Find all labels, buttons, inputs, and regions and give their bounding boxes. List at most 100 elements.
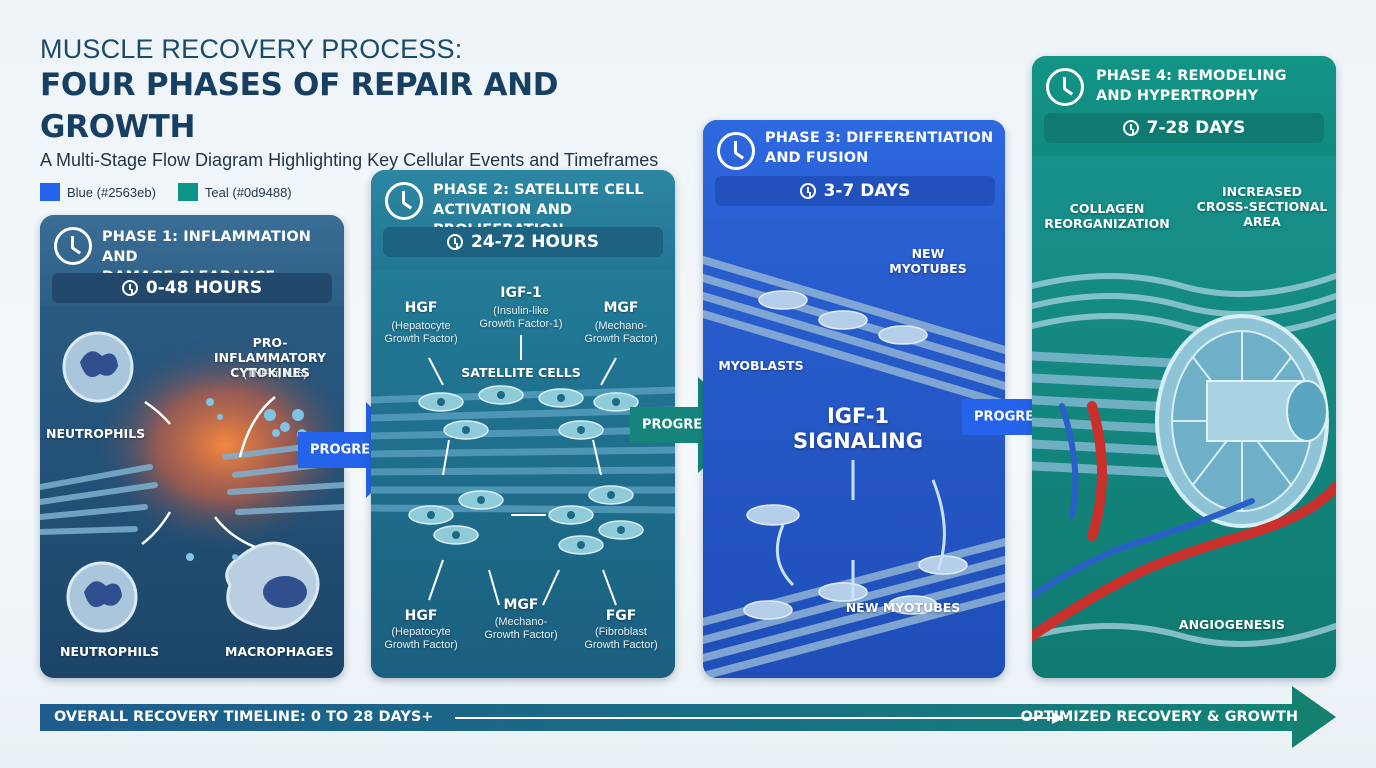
hgf-top-sub-line-1: (Hepatocyte (391, 320, 451, 332)
legend-label-blue: Blue (#2563eb) (67, 184, 156, 200)
igf-sub: (Insulin-like Growth Factor-1) (466, 305, 576, 331)
mgf-bottom-sub-line-1: (Mechano- (494, 616, 548, 628)
phase-3-duration: 3-7 DAYS (715, 176, 995, 206)
phase-4-title-line-1: PHASE 4: REMODELING (1096, 68, 1287, 84)
fgf-label: FGF (605, 608, 637, 624)
phase-4-duration: 7-28 DAYS (1044, 113, 1324, 143)
phase-1-title-line-1: PHASE 1: INFLAMMATION AND (102, 229, 312, 265)
collagen-label: COLLAGEN REORGANIZATION (1042, 201, 1172, 231)
neutrophils-label-top: NEUTROPHILS (46, 426, 146, 441)
hgf-bottom-sub-line-1: (Hepatocyte (391, 626, 451, 638)
timeline-inner-arrowhead (1052, 712, 1064, 724)
phase-2-arrows (428, 335, 617, 606)
mgf-bottom-sub: (Mechano- Growth Factor) (471, 616, 571, 642)
phase-2-duration-clock-icon (446, 234, 463, 250)
legend: Blue (#2563eb) Teal (#0d9488) (40, 183, 720, 201)
phase-3-title-line-2: AND FUSION (765, 150, 869, 166)
phase-2-duration-text: 24-72 HOURS (470, 232, 600, 252)
legend-swatch-blue (40, 183, 60, 201)
hgf-top-label: HGF (404, 300, 438, 316)
new-myotubes-top-label-line-2: MYOTUBES (889, 261, 967, 276)
hgf-bottom-sub: (Hepatocyte Growth Factor) (371, 626, 471, 652)
legend-swatch-teal (177, 183, 198, 201)
phase-4-title-line-2: AND HYPERTROPHY (1096, 88, 1259, 104)
phase-2-clock-icon (385, 182, 423, 220)
hgf-bottom-label: HGF (404, 608, 438, 624)
igf-sub-line-2: Growth Factor-1) (479, 318, 563, 330)
collagen-label-line-2: REORGANIZATION (1044, 216, 1170, 231)
phase-2-duration: 24-72 HOURS (383, 227, 663, 257)
header: MUSCLE RECOVERY PROCESS: FOUR PHASES OF … (40, 34, 720, 201)
subtitle: A Multi-Stage Flow Diagram Highlighting … (40, 150, 659, 170)
hgf-top-sub: (Hepatocyte Growth Factor) (371, 320, 471, 346)
phase-3-title: PHASE 3: DIFFERENTIATION AND FUSION (765, 128, 993, 168)
torn-fibers (40, 439, 344, 535)
new-myotubes-bottom-label: NEW MYOTUBES (845, 600, 961, 615)
blood-vessels-blue (1032, 403, 1255, 599)
phase-4-panel: PHASE 4: REMODELING AND HYPERTROPHY 7-28… (1032, 56, 1336, 678)
phase-2-title-line-1: PHASE 2: SATELLITE CELL (433, 182, 644, 198)
timeline-right-label: OPTIMIZED RECOVERY & GROWTH (1020, 709, 1298, 725)
fgf-sub: (Fibroblast Growth Factor) (571, 626, 671, 652)
neutrophil-cell-bottom (66, 561, 138, 633)
fiber-bundle-cylinder (1206, 380, 1328, 442)
igf-signaling-label-line-2: SIGNALING (792, 429, 923, 453)
fgf-sub-line-1: (Fibroblast (595, 626, 647, 638)
neutrophil-cell-top (62, 331, 134, 403)
mgf-top-sub: (Mechano- Growth Factor) (571, 320, 671, 346)
new-myotubes-top-label: NEW MYOTUBES (873, 246, 983, 276)
phase-3-clock-icon (717, 132, 755, 170)
collagen-label-line-1: COLLAGEN (1069, 201, 1145, 216)
cell-nuclei (427, 391, 625, 549)
timeline-inner-line (455, 717, 1055, 719)
igf-signaling-arrows (775, 460, 946, 600)
igf-sub-line-1: (Insulin-like (493, 305, 549, 317)
phase-1-clock-icon (54, 227, 92, 265)
phase-4-illustration (1032, 156, 1336, 678)
phase-3-duration-clock-icon (799, 183, 816, 199)
phase-1-duration-text: 0-48 HOURS (145, 278, 263, 298)
igf-signaling-label: IGF-1 SIGNALING (773, 404, 943, 454)
cross-sectional-area-label: INCREASED CROSS-SECTIONAL AREA (1192, 184, 1332, 229)
macrophage-cell (225, 541, 320, 630)
igf-signaling-label-line-1: IGF-1 (826, 404, 890, 428)
phase-1-arrows (141, 396, 276, 549)
legend-label-teal: Teal (#0d9488) (204, 184, 292, 200)
hgf-bottom-sub-line-2: Growth Factor) (384, 639, 458, 651)
title-line-1: MUSCLE RECOVERY PROCESS: (40, 34, 463, 64)
phase-4-duration-text: 7-28 DAYS (1146, 118, 1246, 138)
blood-vessels-red (1032, 401, 1336, 641)
mgf-bottom-label: MGF (503, 597, 539, 613)
mgf-bottom-sub-line-2: Growth Factor) (484, 629, 558, 641)
cytokines-label-line-1: PRO-INFLAMMATORY (213, 335, 327, 365)
collagen-fibers (1032, 273, 1336, 647)
cytokines-label: PRO-INFLAMMATORY CYTOKINES (200, 335, 340, 380)
mgf-top-sub-line-2: Growth Factor) (584, 333, 658, 345)
phase-1-illustration (40, 307, 344, 678)
macrophages-label: MACROPHAGES (225, 644, 334, 659)
phase-4-clock-icon (1046, 68, 1084, 106)
phase-2-illustration (371, 270, 675, 678)
phase-3-title-line-1: PHASE 3: DIFFERENTIATION (765, 130, 994, 146)
angiogenesis-label: ANGIOGENESIS (1178, 617, 1286, 632)
overall-timeline: OVERALL RECOVERY TIMELINE: 0 TO 28 DAYS+… (40, 686, 1336, 748)
phase-3-illustration (703, 220, 1005, 678)
phase-4-title: PHASE 4: REMODELING AND HYPERTROPHY (1096, 66, 1287, 106)
phase-3-panel: PHASE 3: DIFFERENTIATION AND FUSION 3-7 … (703, 120, 1005, 678)
new-myotubes-top-label-line-1: NEW (911, 246, 945, 261)
mgf-top-sub-line-1: (Mechano- (594, 320, 648, 332)
neutrophils-label-bottom: NEUTROPHILS (60, 644, 160, 659)
area-label-line-2: CROSS-SECTIONAL (1196, 199, 1328, 214)
legend-item-blue: Blue (#2563eb) (40, 183, 156, 201)
phase-2-panel: PHASE 2: SATELLITE CELL ACTIVATION AND P… (371, 170, 675, 678)
phase-1-duration: 0-48 HOURS (52, 273, 332, 303)
phase-1-duration-clock-icon (121, 280, 138, 296)
fgf-sub-line-2: Growth Factor) (584, 639, 658, 651)
myoblast-cells (743, 290, 968, 620)
legend-item-teal: Teal (#0d9488) (177, 183, 292, 201)
timeline-arrowhead (1292, 686, 1336, 748)
title-line-2: FOUR PHASES OF REPAIR AND GROWTH (40, 67, 559, 145)
satellite-cells-label: SATELLITE CELLS (461, 365, 581, 380)
phase-4-duration-clock-icon (1122, 120, 1139, 136)
myoblasts-label: MYOBLASTS (718, 358, 804, 373)
